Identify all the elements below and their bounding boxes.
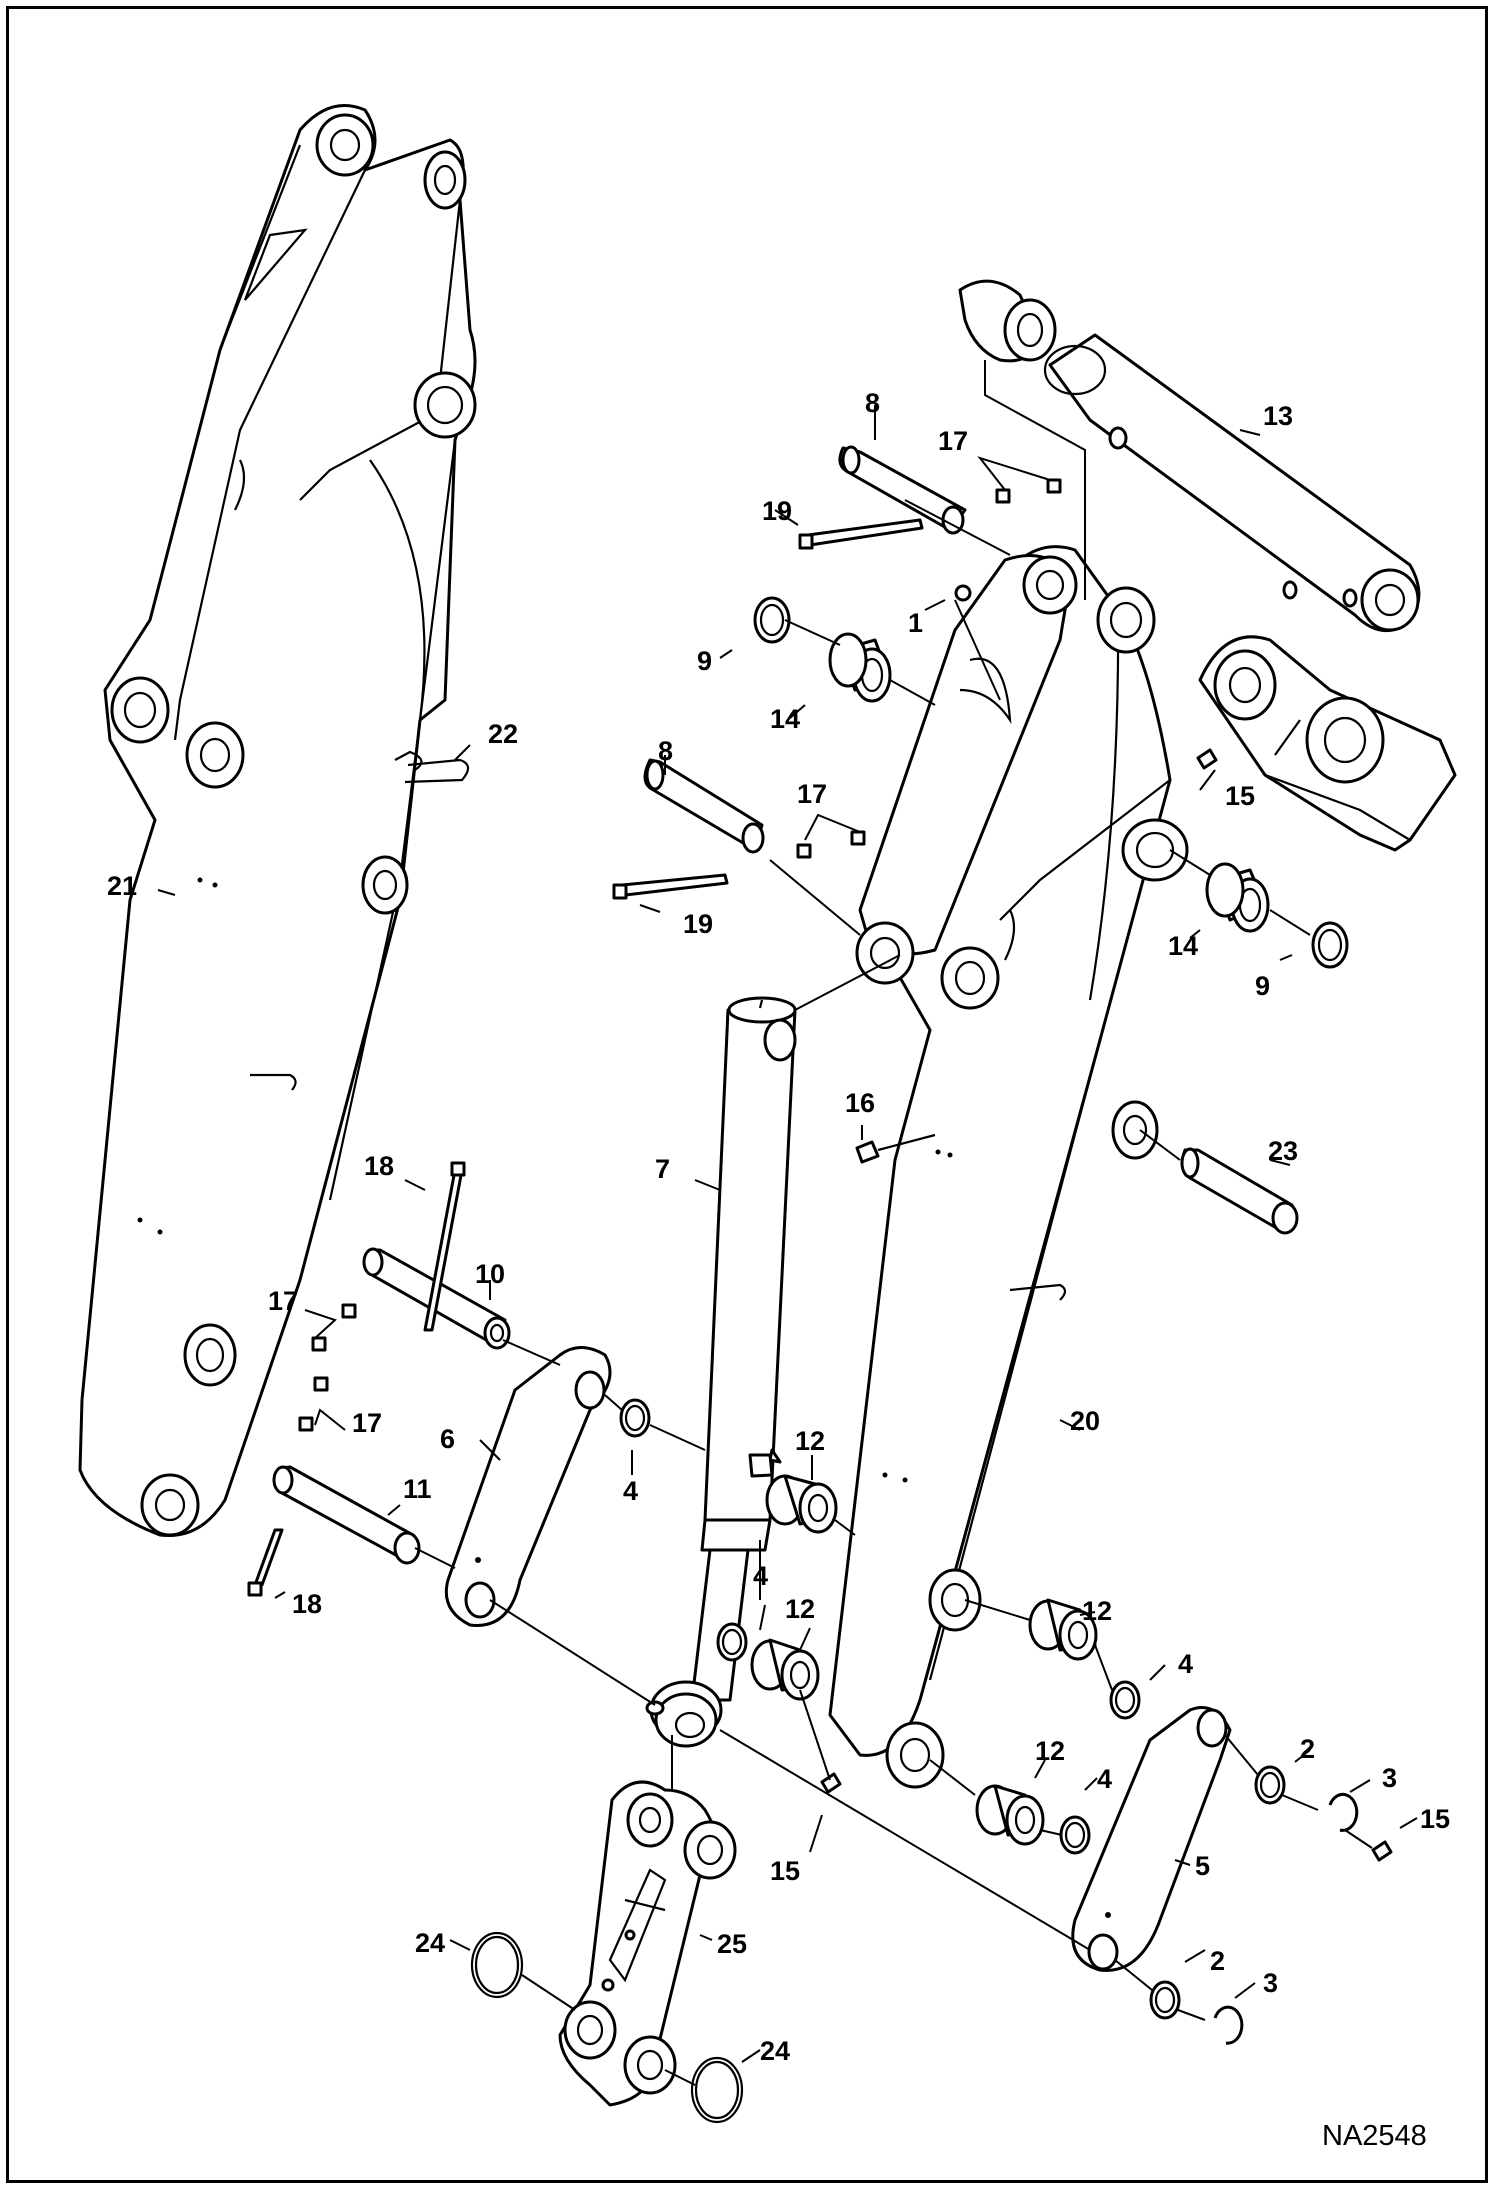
part-12-bushing-c [750, 1638, 820, 1701]
callout-17: 17 [352, 1408, 382, 1438]
diagram-code: NA2548 [1322, 2120, 1427, 2152]
part-15-fitting-b [820, 1772, 842, 1794]
callout-15: 15 [770, 1856, 800, 1886]
callout-21: 21 [107, 871, 137, 901]
part-13-cylinder [958, 279, 1421, 633]
part-12-bushing-b [1028, 1598, 1098, 1661]
callout-3: 3 [1382, 1763, 1397, 1793]
part-24-ring-b [690, 2056, 744, 2124]
part-20-arm-right [828, 545, 1189, 1789]
part-20-upper-linkage [855, 554, 1078, 985]
callout-5: 5 [1195, 1851, 1210, 1881]
callout-17: 17 [797, 779, 827, 809]
callout-12: 12 [795, 1426, 825, 1456]
part-17-nut-a [995, 488, 1011, 504]
part-3-snapring-a [1328, 1792, 1359, 1832]
callout-16: 16 [845, 1088, 875, 1118]
callout-7: 7 [655, 1154, 670, 1184]
part-24-ring-a [470, 1931, 524, 1999]
callout-19: 19 [683, 909, 713, 939]
callout-12: 12 [1082, 1596, 1112, 1626]
part-17-nut-b [796, 843, 812, 859]
leader-lines [414, 360, 1373, 2086]
part-18-bolt-lower [253, 1528, 284, 1587]
callout-17: 17 [268, 1286, 298, 1316]
callout-10: 10 [475, 1259, 505, 1289]
callout-24: 24 [760, 2036, 790, 2066]
part-12-bushing-d [975, 1784, 1045, 1846]
part-17-nut-c [341, 1303, 357, 1319]
callout-labels: 1 2 2 3 3 4 4 4 4 5 6 7 8 8 9 9 10 11 12… [107, 388, 1450, 2066]
part-19-bolt-upper [806, 518, 924, 547]
callout-15: 15 [1420, 1804, 1450, 1834]
callout-2: 2 [1300, 1734, 1315, 1764]
callout-18: 18 [292, 1589, 322, 1619]
part-14-bushing-upper [828, 632, 892, 703]
callout-8: 8 [658, 736, 673, 766]
part-19-bolt-lower [620, 873, 729, 897]
part-8-pin-upper [838, 445, 967, 535]
callout-4: 4 [753, 1561, 768, 1591]
part-21-arm-left [78, 104, 477, 1538]
part-15-fitting-c [1371, 1840, 1393, 1862]
part-25-link [558, 1780, 737, 2107]
callout-20: 20 [1070, 1406, 1100, 1436]
callout-4: 4 [1178, 1649, 1193, 1679]
callout-8: 8 [865, 388, 880, 418]
callout-14: 14 [770, 704, 800, 734]
callout-pointers [157, 405, 1418, 2063]
callout-9: 9 [697, 646, 712, 676]
ring-parts [470, 596, 1359, 2124]
part-8-pin-lower [643, 758, 765, 854]
callout-1: 1 [908, 608, 923, 638]
callout-14: 14 [1168, 931, 1198, 961]
callout-4: 4 [623, 1476, 638, 1506]
callout-15: 15 [1225, 781, 1255, 811]
callout-19: 19 [762, 496, 792, 526]
callout-6: 6 [440, 1424, 455, 1454]
part-12-bushing-a [765, 1474, 838, 1534]
callout-2: 2 [1210, 1946, 1225, 1976]
part-5-link [1071, 1706, 1232, 1972]
part-14-bushing-lower [1205, 862, 1270, 933]
callout-18: 18 [364, 1151, 394, 1181]
part-22-clip [404, 758, 470, 784]
part-17-nut-d [313, 1376, 329, 1392]
cylinder-eye [645, 1680, 723, 1748]
part-11-pin [272, 1465, 421, 1565]
part-6-link [444, 1346, 612, 1627]
part-1-fitting [954, 584, 972, 602]
callout-4: 4 [1097, 1764, 1112, 1794]
callout-25: 25 [717, 1929, 747, 1959]
callout-12: 12 [1035, 1736, 1065, 1766]
callout-9: 9 [1255, 971, 1270, 1001]
callout-17: 17 [938, 426, 968, 456]
part-23-pin [1180, 1147, 1299, 1235]
callout-22: 22 [488, 719, 518, 749]
small-hardware [247, 478, 1393, 1862]
part-15-fitting-a [1196, 748, 1218, 770]
callout-11: 11 [403, 1474, 432, 1504]
callout-13: 13 [1263, 401, 1293, 431]
callout-24: 24 [415, 1928, 445, 1958]
part-3-snapring-b [1213, 2005, 1244, 2045]
part-16-fitting [855, 1140, 880, 1164]
bucket-mount [1198, 635, 1457, 852]
part-7-cylinder [690, 996, 797, 1702]
callout-12: 12 [785, 1594, 815, 1624]
callout-23: 23 [1268, 1136, 1298, 1166]
callout-3: 3 [1263, 1968, 1278, 1998]
